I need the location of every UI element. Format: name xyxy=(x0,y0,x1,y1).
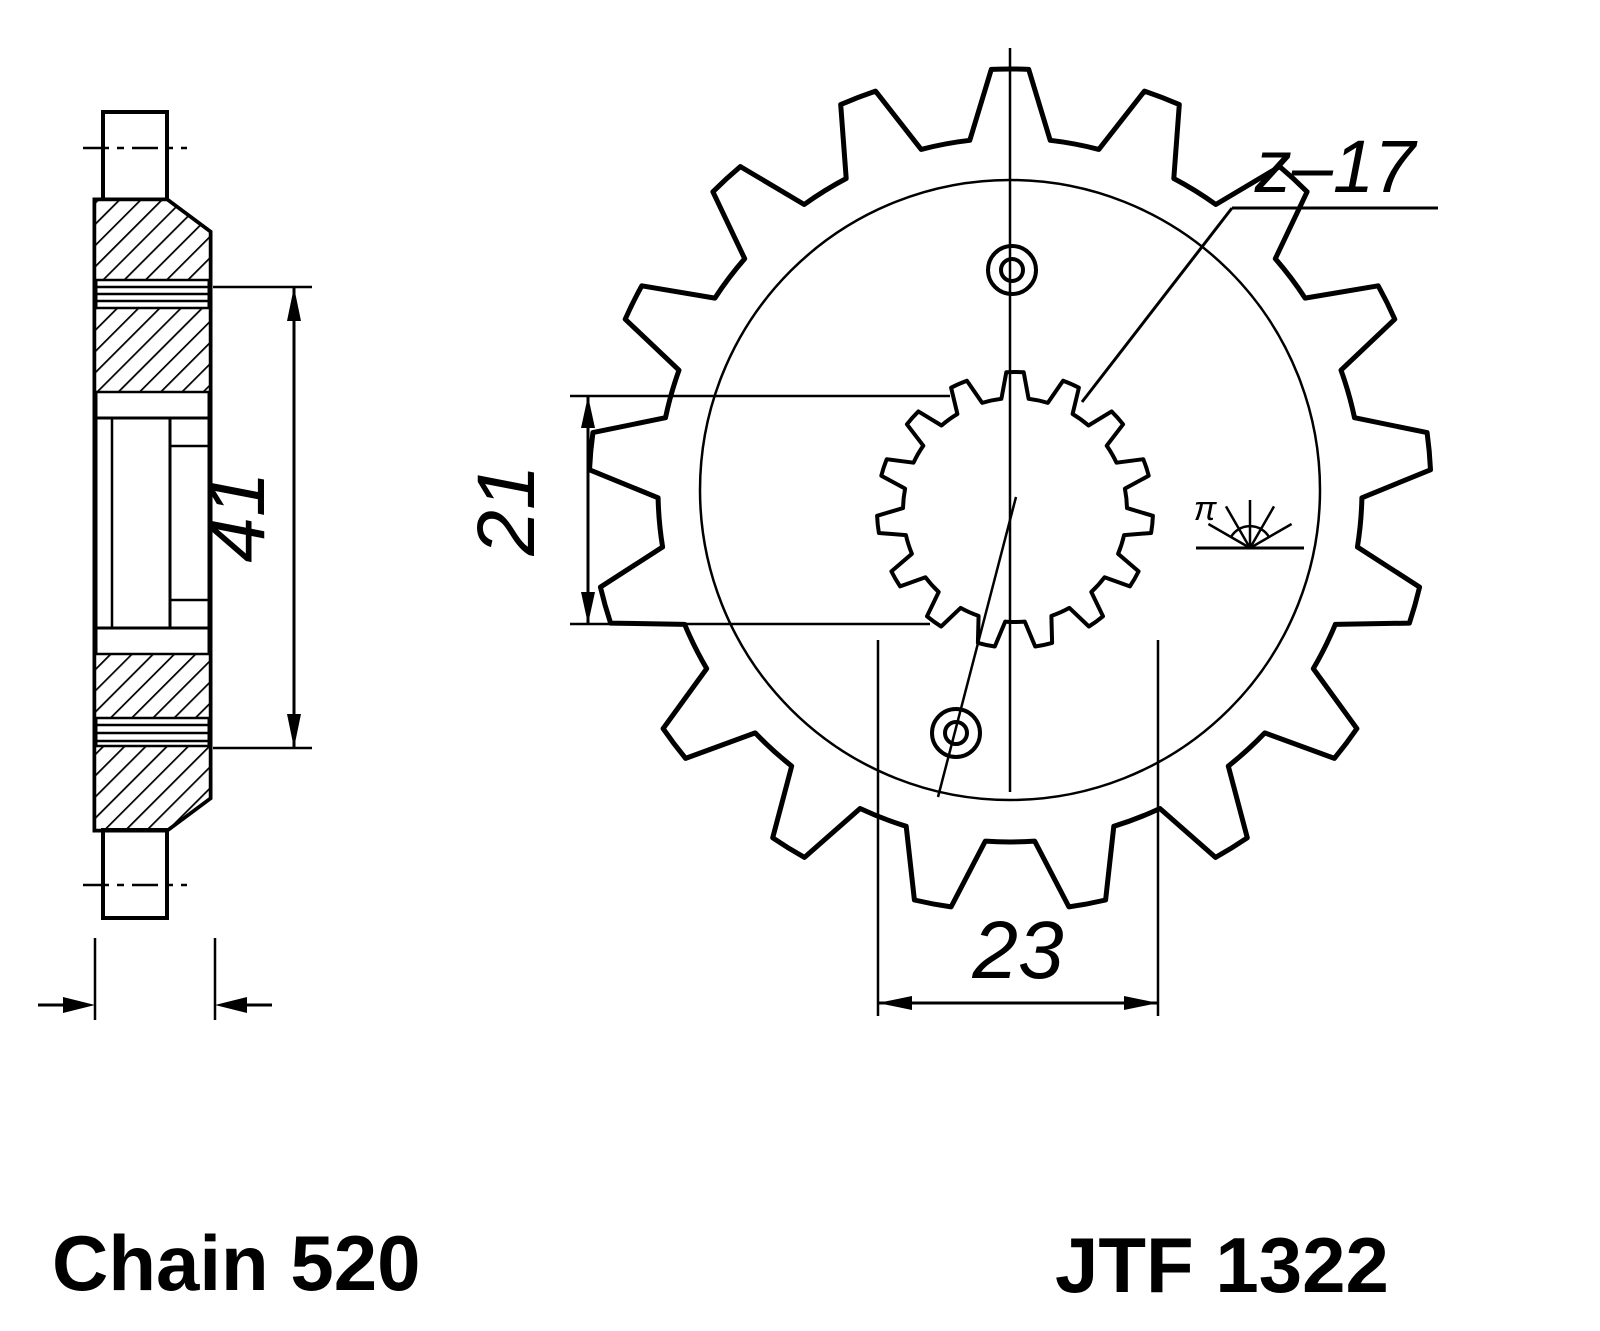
dimension-23: 23 xyxy=(876,640,1160,1016)
part-number-label: JTF 1322 xyxy=(1055,1221,1389,1309)
width-arrow-left xyxy=(63,997,95,1013)
roughness-symbol: π xyxy=(1194,490,1304,550)
teeth-count-leader xyxy=(1080,207,1234,403)
dimension-21: 21 xyxy=(461,394,950,626)
ring-lines-lower xyxy=(95,723,210,743)
dimension-41-label: 41 xyxy=(191,471,282,562)
dimension-23-label: 23 xyxy=(971,905,1063,996)
hatch-band-4 xyxy=(93,744,212,832)
front-view: z–17 21 23 xyxy=(461,48,1438,1016)
roughness-rays-icon xyxy=(1207,500,1293,550)
hub-bore-lines xyxy=(95,416,210,630)
section-bottom-tooth xyxy=(101,828,169,920)
hatch-band-2 xyxy=(93,306,212,394)
chain-size-label: Chain 520 xyxy=(52,1219,420,1307)
width-arrow-right xyxy=(215,997,247,1013)
roughness-glyph: π xyxy=(1194,490,1218,528)
section-top-tooth xyxy=(101,110,169,202)
hatch-band-1 xyxy=(93,198,212,282)
spline-bore-outline xyxy=(875,370,1155,649)
dimension-21-label: 21 xyxy=(461,464,552,556)
section-view: 41 xyxy=(38,110,312,1020)
hatch-band-3 xyxy=(93,652,212,720)
section-width-dimension xyxy=(38,938,272,1020)
hole-leader-line xyxy=(936,496,1018,798)
dimension-41: 41 xyxy=(191,285,312,750)
rivet-hole-bottom xyxy=(930,707,982,759)
rivet-hole-top xyxy=(986,244,1038,296)
teeth-count-label: z–17 xyxy=(1254,125,1418,208)
teeth-count-annotation: z–17 xyxy=(1080,125,1438,403)
ring-lines-upper xyxy=(95,285,210,303)
